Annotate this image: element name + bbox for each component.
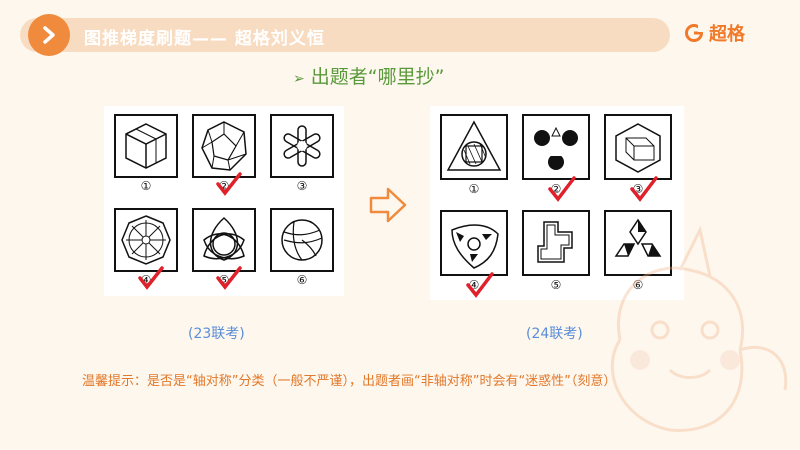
- triangle-circle-figure: [446, 120, 502, 171]
- check-mark-icon: [216, 266, 242, 290]
- figure-number-5: ⑤: [550, 278, 562, 292]
- figure-cell-2: [522, 114, 590, 180]
- figure-cell-1: [114, 114, 178, 178]
- figure-cell-3: [270, 114, 334, 178]
- left-figure-panel: ① ② ③: [104, 106, 344, 296]
- check-mark-icon: [216, 172, 242, 196]
- figure-number-6: ⑥: [632, 278, 644, 292]
- banner-bar: [20, 18, 670, 52]
- figure-cell-2: [192, 114, 256, 178]
- asterisk-figure: [283, 125, 321, 167]
- stepped-outline-figure: [537, 221, 573, 263]
- figure-number-2: ②: [218, 179, 230, 193]
- brand-name: 超格: [709, 24, 745, 45]
- figure-cell-4: [114, 208, 178, 272]
- check-mark-icon: [138, 266, 164, 290]
- cube-figure: [125, 123, 167, 169]
- figure-number-4: ④: [468, 278, 480, 292]
- check-mark-icon: [466, 272, 494, 298]
- brand: 超格: [684, 20, 745, 46]
- figure-number-1: ①: [468, 182, 480, 196]
- triquetra-figure: [203, 216, 245, 261]
- three-diamonds-figure: [614, 218, 662, 257]
- figure-cell-6: [604, 210, 672, 276]
- brand-logo-icon: [685, 24, 704, 42]
- figure-cell-5: [522, 210, 590, 276]
- chevron-right-icon: [28, 14, 70, 56]
- figure-cell-1: [440, 114, 508, 180]
- check-mark-icon: [548, 176, 576, 202]
- figure-number-1: ①: [140, 179, 152, 193]
- arrow-bullet-icon: ➢: [293, 71, 305, 87]
- hexagon-cube-figure: [615, 123, 661, 173]
- kanizsa-figure: [534, 126, 578, 170]
- page-title: 图推梯度刷题—— 超格刘义恒: [84, 29, 325, 49]
- left-caption: (23联考): [188, 326, 245, 342]
- figure-number-3: ③: [296, 179, 308, 193]
- figure-cell-4: [440, 210, 508, 276]
- right-figure-panel: ① ② ③ ④: [430, 106, 684, 300]
- rounded-triangle-figure: [451, 224, 499, 269]
- unicorn-mascot-icon: [610, 225, 788, 432]
- subtitle-text: 出题者“哪里抄”: [310, 66, 445, 88]
- right-caption: (24联考): [526, 326, 583, 342]
- figure-cell-3: [604, 114, 672, 180]
- figure-number-5: ⑤: [218, 273, 230, 287]
- section-subtitle: ➢ 出题者“哪里抄”: [293, 62, 444, 89]
- figure-number-6: ⑥: [296, 273, 308, 287]
- volleyball-figure: [281, 219, 323, 261]
- figure-cell-5: [192, 208, 256, 272]
- header-banner: 图推梯度刷题—— 超格刘义恒: [0, 14, 800, 56]
- tip-text: 温馨提示：是否是“轴对称”分类（一般不严谨），出题者画“非轴对称”时会有“迷惑性…: [82, 374, 617, 389]
- figure-number-3: ③: [632, 182, 644, 196]
- figure-number-2: ②: [550, 182, 562, 196]
- figure-number-4: ④: [140, 273, 152, 287]
- right-arrow-icon: [369, 187, 407, 223]
- check-mark-icon: [630, 176, 658, 202]
- figure-cell-6: [270, 208, 334, 272]
- polyhedron-figure: [201, 121, 247, 171]
- mandala-figure: [121, 215, 171, 265]
